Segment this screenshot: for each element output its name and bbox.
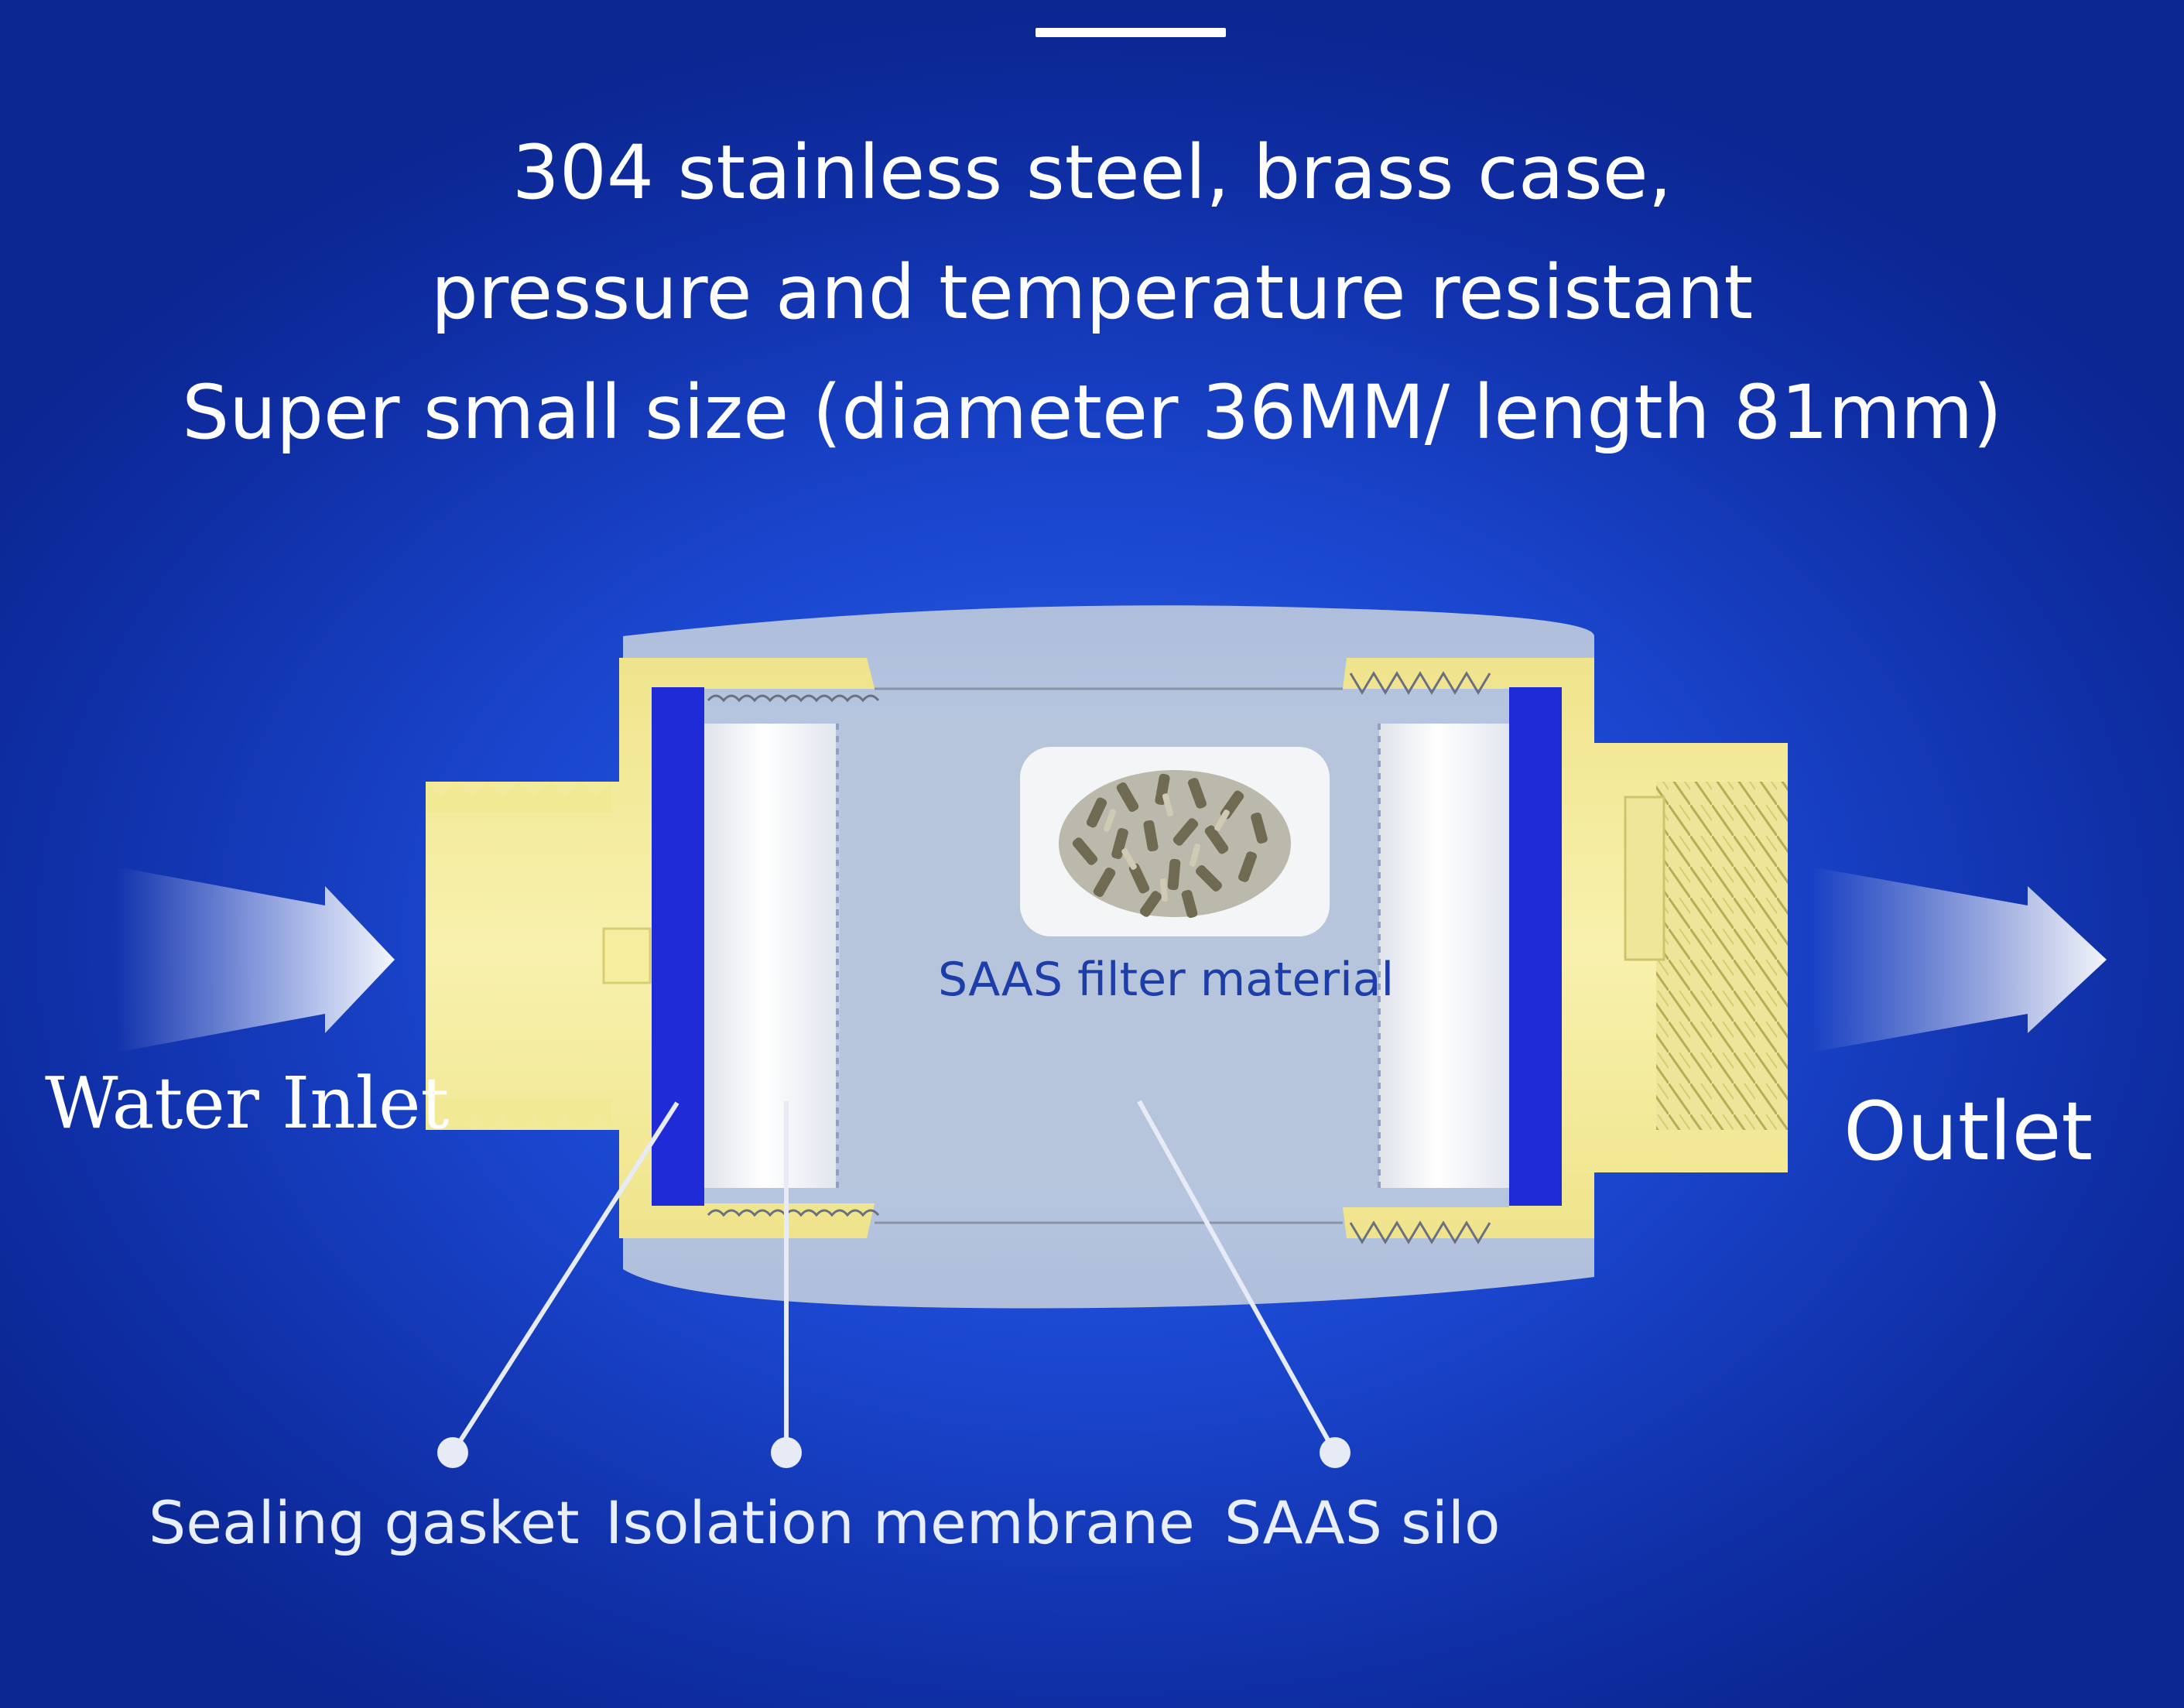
inner-thread-lines	[707, 671, 1491, 1244]
outlet-flow-arrow	[1811, 867, 2107, 1053]
callout-sealing-gasket: Sealing gasket	[149, 1488, 580, 1557]
headline-line-1: 304 stainless steel, brass case,	[512, 129, 1672, 216]
callout-leader-isolation-membrane	[771, 1101, 802, 1468]
callout-saas-silo: SAAS silo	[1224, 1488, 1501, 1557]
callout-leader-saas-silo	[1137, 1100, 1350, 1468]
callout-leader-sealing-gasket	[437, 1101, 680, 1468]
saas-filter-material-label: SAAS filter material	[938, 953, 1395, 1007]
inlet-brass-fitting	[426, 658, 875, 1238]
isolation-membrane-right	[1378, 724, 1509, 1188]
inlet-flow-arrow	[116, 867, 395, 1053]
headline-line-2: pressure and temperature resistant	[430, 249, 1754, 336]
saas-filter-material-image	[1020, 747, 1330, 936]
sealing-gasket-right	[1509, 687, 1562, 1206]
sealing-gasket-left	[652, 687, 704, 1206]
top-divider-bar	[1036, 28, 1226, 37]
water-inlet-label: Water Inlet	[45, 1062, 450, 1145]
outlet-brass-fitting	[1343, 658, 1788, 1238]
outlet-label: Outlet	[1843, 1084, 2093, 1179]
isolation-membrane-left	[704, 724, 839, 1188]
callout-isolation-membrane: Isolation membrane	[605, 1488, 1195, 1557]
headline-line-3: Super small size (diameter 36MM/ length …	[182, 369, 2002, 456]
